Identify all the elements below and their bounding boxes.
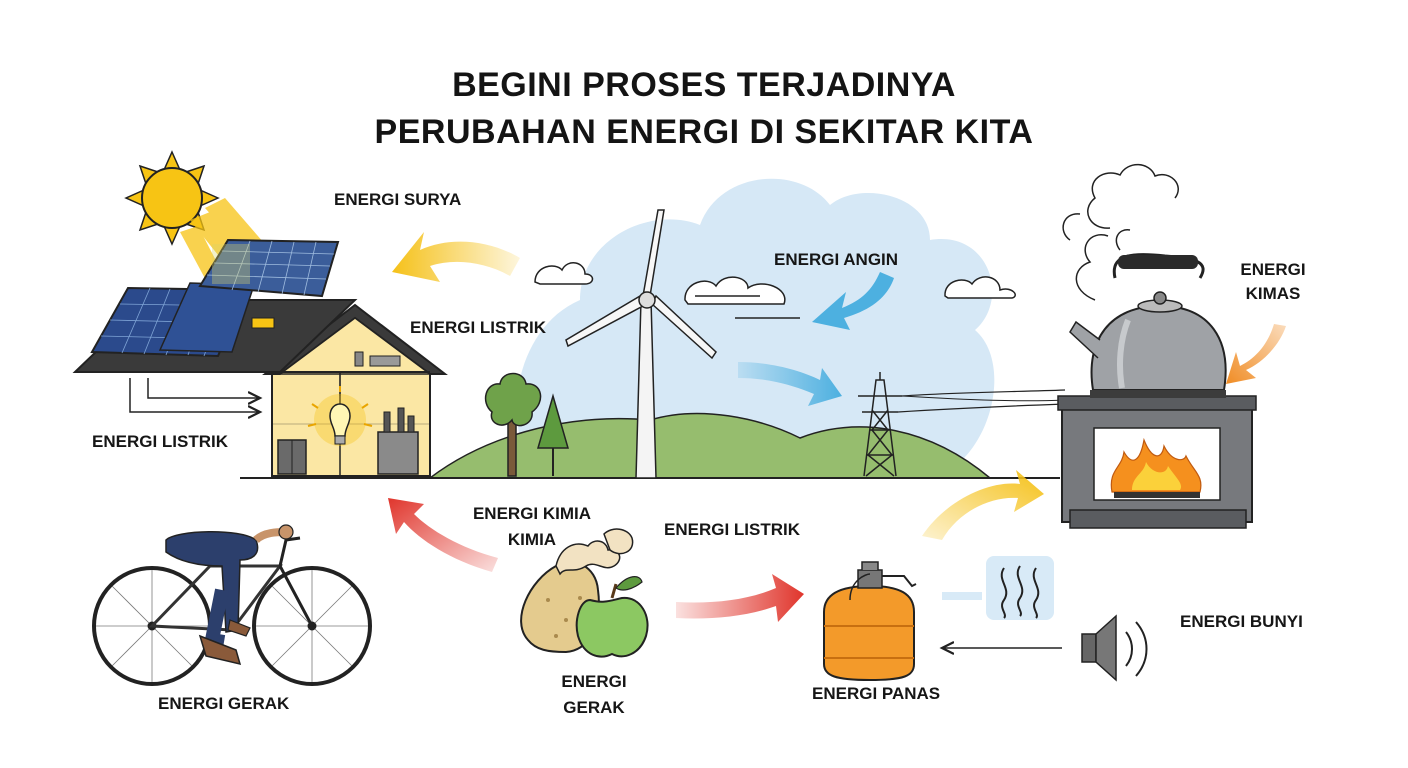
speaker-icon — [1081, 614, 1148, 682]
chemical-energy-arrow — [1226, 324, 1286, 384]
label-energi-gerak-fruit-line2: GERAK — [563, 698, 625, 717]
label-energi-gerak-fruit-line1: ENERGI — [561, 672, 627, 691]
light-bulb-icon — [307, 386, 373, 446]
food-to-cylinder-arrow — [676, 574, 804, 622]
food-steam — [555, 528, 634, 576]
chemical-to-house-arrow — [388, 498, 498, 572]
label-energi-bunyi: ENERGI BUNYI — [1180, 612, 1303, 631]
label-energi-gerak-fruit: ENERGI GERAK — [544, 672, 644, 718]
solar-panel-icon — [90, 238, 340, 358]
steam-icon — [1062, 163, 1179, 301]
tree-icon — [484, 372, 569, 477]
label-energi-listrik-mid: ENERGI LISTRIK — [664, 520, 801, 539]
panel-wires — [129, 378, 260, 412]
small-cloud-3 — [944, 276, 1016, 299]
title-line-1: BEGINI PROSES TERJADINYA — [452, 66, 956, 104]
label-energi-surya: ENERGI SURYA — [334, 190, 462, 209]
wind-turbine-icon — [565, 209, 717, 479]
cyclist-icon — [165, 524, 294, 666]
label-energi-kimas: ENERGI KIMAS — [1228, 260, 1318, 304]
label-energi-kimia-line2: KIMIA — [507, 530, 557, 549]
label-energi-kimia-line1: ENERGI KIMIA — [472, 504, 592, 523]
gas-cylinder-icon — [823, 561, 917, 682]
wind-flow-arrow — [738, 362, 842, 406]
solar-energy-arrow — [392, 232, 520, 282]
small-cloud-2 — [684, 276, 800, 319]
label-energi-listrik-roof: ENERGI LISTRIK — [410, 318, 547, 337]
heat-wave-icon — [942, 556, 1054, 620]
kettle-icon — [1069, 253, 1227, 391]
apple-icon — [575, 576, 649, 658]
label-energi-kimia: ENERGI KIMIA KIMIA — [452, 504, 612, 550]
label-energi-listrik-left: ENERGI LISTRIK — [92, 432, 229, 451]
label-energi-panas: ENERGI PANAS — [812, 684, 941, 703]
heat-to-stove-arrow — [922, 470, 1044, 540]
title-line-2: PERUBAHAN ENERGI DI SEKITAR KITA — [374, 113, 1034, 151]
small-cloud-1 — [534, 262, 594, 285]
transmission-tower-icon — [858, 372, 1066, 477]
flame-icon — [1110, 437, 1202, 498]
label-energi-angin: ENERGI ANGIN — [774, 250, 899, 269]
sky-cloud — [516, 178, 995, 471]
label-energi-kimas-line1: ENERGI — [1240, 260, 1306, 279]
label-energi-gerak-bike: ENERGI GERAK — [158, 694, 290, 713]
wind-energy-arrow — [812, 272, 894, 330]
label-energi-kimas-line2: KIMAS — [1245, 284, 1301, 303]
